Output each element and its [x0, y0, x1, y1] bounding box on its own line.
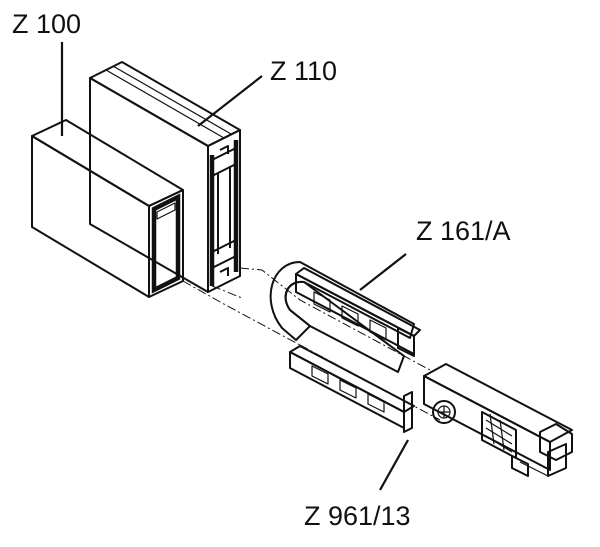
z100-tube: [31, 119, 184, 298]
leader-z961-13: [379, 439, 409, 491]
screw-icon: [432, 400, 456, 424]
z110-profile: [89, 61, 241, 293]
leader-z110: [197, 75, 263, 127]
label-z100: Z 100: [12, 9, 81, 39]
label-z161a: Z 161/A: [416, 216, 511, 246]
z961-13-plate: [423, 363, 573, 477]
z161a-bracket: [269, 261, 421, 433]
label-z961-13: Z 961/13: [304, 501, 411, 531]
alignment-lines: [182, 267, 441, 421]
label-z110: Z 110: [270, 56, 337, 86]
leader-z161a: [359, 253, 407, 291]
